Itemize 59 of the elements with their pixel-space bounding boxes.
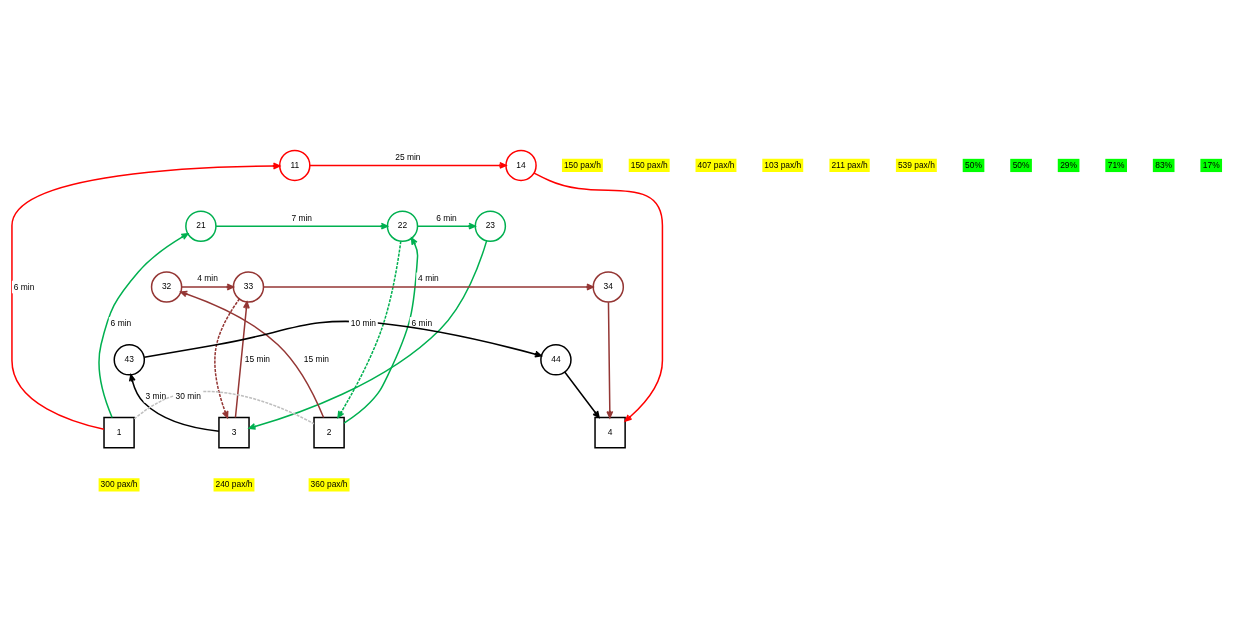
edge-label: 30 min <box>175 390 201 401</box>
label: 539 pax/h <box>897 159 935 170</box>
edge-label: 6 min <box>436 212 457 223</box>
arrow <box>533 172 664 422</box>
label: 150 pax/h <box>563 159 601 170</box>
arrow <box>98 233 189 419</box>
edge-label: 15 min <box>303 354 330 365</box>
node-label: 240 pax/h <box>215 479 253 490</box>
node-circle: 22 <box>386 210 419 242</box>
arrow <box>606 301 614 419</box>
label: 407 pax/h <box>697 159 735 170</box>
arrow <box>343 237 419 424</box>
edge-label: 4 min <box>418 273 439 284</box>
node-circle: 11 <box>279 149 311 182</box>
node-label: 360 pax/h <box>310 479 348 490</box>
arrow <box>215 222 389 230</box>
label: 71% <box>1107 159 1125 170</box>
arrow <box>416 222 476 230</box>
node-circle: 21 <box>185 210 217 242</box>
node-circle: 14 <box>505 149 537 182</box>
label: 17% <box>1202 159 1220 170</box>
edge-label: 25 min <box>395 151 421 162</box>
arrow <box>234 301 250 419</box>
edge-label: 6 min <box>411 317 433 328</box>
arrow <box>181 283 235 291</box>
arrow <box>248 240 488 430</box>
node-box: 3 <box>218 416 250 449</box>
label: 29% <box>1060 159 1078 170</box>
arrow <box>143 320 543 358</box>
arrow <box>180 290 325 419</box>
node-box: 1 <box>103 416 135 449</box>
arrow <box>262 283 594 291</box>
arrow <box>309 162 507 169</box>
label: 211 pax/h <box>831 159 868 170</box>
label: 50% <box>1012 159 1030 170</box>
edge-label: 7 min <box>291 212 313 223</box>
label: 103 pax/h <box>764 159 802 170</box>
node-box: 4 <box>594 416 626 449</box>
node-circle: 33 <box>232 271 265 303</box>
edge-label: 6 min <box>110 317 132 328</box>
node-circle: 43 <box>113 344 146 376</box>
node-circle: 44 <box>540 344 572 376</box>
node-circle: 34 <box>592 271 625 303</box>
edge-label: 10 min <box>350 317 376 328</box>
edge-label: 4 min <box>197 273 218 284</box>
label: 50% <box>965 159 982 170</box>
arrow <box>337 240 402 419</box>
label: 83% <box>1155 159 1173 170</box>
node-circle: 32 <box>150 271 183 303</box>
label: 150 pax/h <box>630 159 668 170</box>
arrow <box>214 298 241 419</box>
arrow <box>564 371 600 419</box>
edge-label: 15 min <box>244 354 271 365</box>
edge-label: 6 min <box>13 281 35 292</box>
node-circle: 23 <box>474 210 507 242</box>
arrow <box>128 374 220 432</box>
node-box: 2 <box>313 416 345 449</box>
node-label: 300 pax/h <box>100 479 138 490</box>
edge-label: 3 min <box>145 390 167 401</box>
